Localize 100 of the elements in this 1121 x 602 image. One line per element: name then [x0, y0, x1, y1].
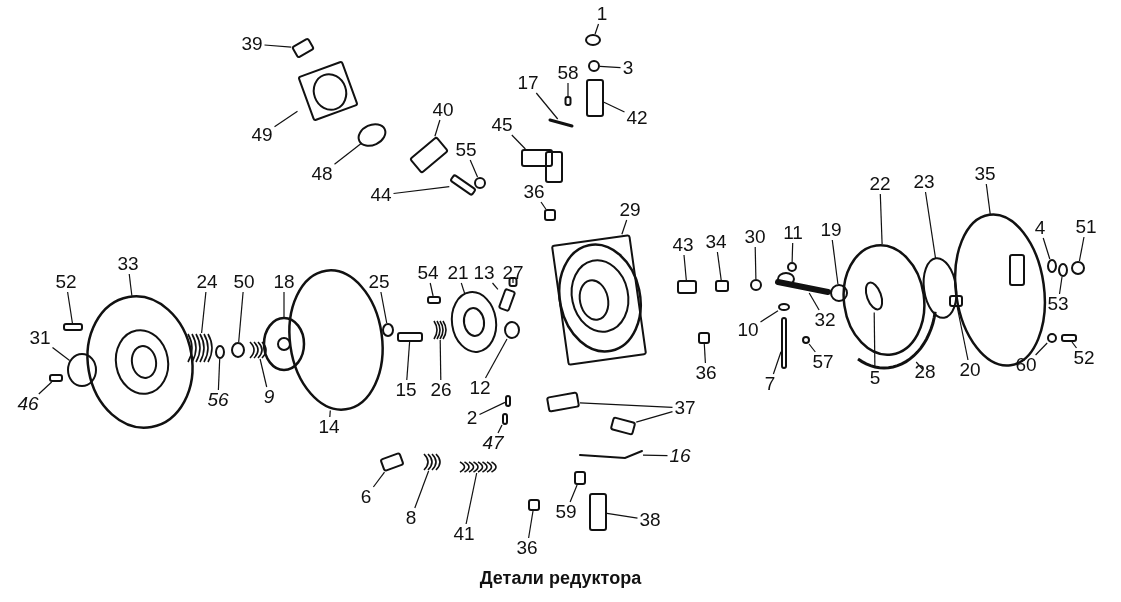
- callout-number: 16: [669, 446, 691, 466]
- pin: [502, 413, 508, 425]
- leader-line: [759, 310, 779, 323]
- leader-line: [528, 510, 534, 539]
- screw: [49, 374, 63, 382]
- callout-number: 37: [674, 398, 696, 418]
- leader-line: [128, 273, 133, 297]
- callout-number: 54: [417, 263, 439, 283]
- valve-stem: [397, 332, 423, 342]
- callout-number: 36: [523, 182, 545, 202]
- washer: [1047, 259, 1057, 273]
- plug: [379, 451, 405, 473]
- callout-number: 53: [1047, 294, 1069, 314]
- callout-number: 5: [869, 368, 881, 388]
- callout-number: 2: [466, 408, 478, 428]
- leader-line: [754, 246, 757, 280]
- solenoid-valve: [297, 60, 359, 122]
- callout-number: 23: [913, 172, 935, 192]
- callout-number: 36: [695, 363, 717, 383]
- bracket: [504, 321, 520, 339]
- callout-number: 40: [432, 100, 454, 120]
- callout-number: 51: [1075, 217, 1097, 237]
- callout-number: 19: [820, 220, 842, 240]
- leader-line: [791, 242, 794, 263]
- nipple: [291, 37, 315, 59]
- spring: [433, 320, 447, 340]
- callout-number: 32: [814, 310, 836, 330]
- callout-number: 9: [263, 387, 275, 407]
- leader-line: [484, 338, 508, 379]
- leader-line: [535, 92, 559, 120]
- screw: [427, 296, 441, 304]
- leader-line: [808, 343, 816, 353]
- leader-line: [217, 358, 221, 391]
- leader-line: [879, 193, 883, 245]
- screw: [544, 209, 556, 221]
- callout-number: 31: [29, 328, 51, 348]
- nut: [1071, 261, 1085, 275]
- callout-number: 22: [869, 174, 891, 194]
- fitting: [586, 79, 604, 117]
- nut: [802, 336, 810, 344]
- spring: [187, 333, 213, 363]
- callout-number: 15: [395, 380, 417, 400]
- callout-number: 46: [17, 394, 39, 414]
- callout-number: 14: [318, 417, 340, 437]
- leader-line: [465, 472, 478, 525]
- leader-line: [1078, 236, 1085, 262]
- screw: [1061, 334, 1077, 342]
- callout-number: 28: [914, 362, 936, 382]
- nut: [949, 295, 963, 307]
- leader-line: [1071, 341, 1078, 349]
- cover-plate: [842, 244, 926, 356]
- callout-number: 49: [251, 125, 273, 145]
- callout-number: 29: [619, 200, 641, 220]
- leader-line: [406, 341, 411, 381]
- leader-line: [469, 159, 479, 178]
- callout-number: 34: [705, 232, 727, 252]
- leader-line: [956, 306, 969, 361]
- callout-number: 45: [491, 115, 513, 135]
- lever: [497, 287, 517, 313]
- callout-number: 33: [117, 254, 139, 274]
- pin: [781, 317, 787, 369]
- tube: [449, 173, 477, 197]
- washer: [778, 303, 790, 311]
- plate: [579, 450, 643, 459]
- callout-number: 12: [469, 378, 491, 398]
- leader-line: [273, 110, 299, 128]
- callout-number: 42: [626, 108, 648, 128]
- leader-line: [808, 292, 820, 311]
- leader-line: [540, 201, 547, 210]
- callout-number: 26: [430, 380, 452, 400]
- callout-number: 48: [311, 164, 333, 184]
- callout-number: 57: [812, 352, 834, 372]
- elbow-fitting: [546, 391, 580, 413]
- callout-number: 4: [1034, 218, 1046, 238]
- callout-number: 56: [207, 390, 229, 410]
- leader-line: [831, 239, 839, 285]
- nut: [215, 345, 225, 359]
- callout-number: 35: [974, 164, 996, 184]
- callout-number: 21: [447, 263, 469, 283]
- callout-number: 41: [453, 524, 475, 544]
- washer: [231, 342, 245, 358]
- leader-line: [259, 358, 268, 388]
- leader-line: [873, 311, 876, 369]
- screw: [63, 323, 83, 331]
- leader-line: [924, 191, 937, 259]
- leader-line: [703, 343, 706, 364]
- leader-line: [1042, 237, 1051, 260]
- callout-number: 43: [672, 235, 694, 255]
- fitting: [677, 280, 697, 294]
- callout-number: 8: [405, 508, 417, 528]
- diaphragm: [922, 257, 958, 319]
- leader-line: [635, 411, 674, 423]
- cover-plate: [86, 295, 194, 429]
- leader-line: [642, 454, 669, 457]
- callout-number: 6: [360, 487, 372, 507]
- leader-line: [985, 183, 991, 216]
- leader-line: [594, 23, 600, 35]
- leader-line: [434, 119, 441, 137]
- leader-line: [772, 351, 782, 375]
- leader-line: [283, 291, 285, 318]
